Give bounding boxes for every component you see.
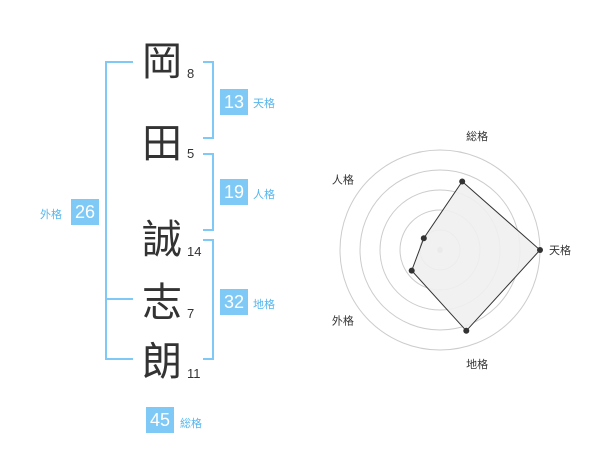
stroke-count-2: 5 <box>187 146 195 161</box>
jinkaku-bracket <box>203 153 214 231</box>
radar-point-4 <box>408 267 415 274</box>
name-char-1: 岡 <box>142 39 182 85</box>
tenkaku-badge: 13 <box>220 89 248 115</box>
radar-axis-label-5: 人格 <box>332 173 354 187</box>
gaikaku-label: 外格 <box>40 208 62 221</box>
jinkaku-label: 人格 <box>253 188 275 201</box>
chikaku-bracket <box>203 239 214 360</box>
radar-point-5 <box>420 235 427 242</box>
gaikaku-badge: 26 <box>71 199 99 225</box>
tenkaku-label: 天格 <box>253 97 275 110</box>
jinkaku-badge: 19 <box>220 179 248 205</box>
stroke-count-4: 7 <box>187 306 195 321</box>
radar-axis-label-3: 地格 <box>466 357 488 370</box>
name-char-2: 田 <box>142 121 182 167</box>
radar-point-2 <box>537 247 543 253</box>
radar-point-1 <box>459 178 466 185</box>
gaikaku-bracket-tick <box>105 298 133 300</box>
stroke-count-1: 8 <box>187 66 195 81</box>
chikaku-label: 地格 <box>253 298 275 311</box>
radar-axis-label-1: 総格 <box>466 129 488 143</box>
radar-point-3 <box>463 327 470 334</box>
soukaku-badge: 45 <box>146 407 174 433</box>
tenkaku-bracket <box>203 61 214 139</box>
radar-area <box>411 180 541 332</box>
chikaku-badge: 32 <box>220 289 248 315</box>
gaikaku-bracket <box>105 61 133 360</box>
radar-axis-label-2: 天格 <box>549 243 571 257</box>
name-char-3: 誠 <box>142 217 182 263</box>
soukaku-label: 総格 <box>180 417 202 430</box>
name-char-4: 志 <box>142 280 182 326</box>
stroke-count-5: 11 <box>187 366 201 381</box>
radar-axis-label-4: 外格 <box>332 314 354 328</box>
stroke-count-3: 14 <box>187 244 202 259</box>
name-char-5: 朗 <box>142 339 182 385</box>
